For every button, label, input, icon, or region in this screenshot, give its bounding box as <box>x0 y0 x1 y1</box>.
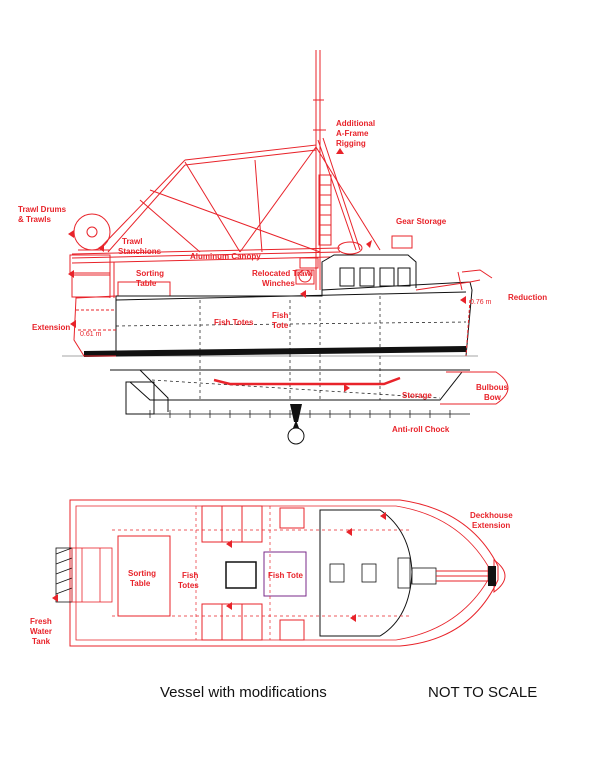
fresh-water-label-2: Water <box>30 627 52 636</box>
boot-top-stripe <box>84 346 466 357</box>
label-pointers <box>68 148 466 392</box>
sorting-table-label-1: Sorting <box>136 269 164 278</box>
fish-totes-label: Fish Totes <box>214 318 254 327</box>
plan-labels: Deckhouse Extension Sorting Table Fish T… <box>30 511 513 646</box>
bulbous-bow <box>440 371 509 405</box>
plan-deckhouse-items <box>329 557 437 589</box>
bulbous-bow-label-1: Bulbous <box>476 383 509 392</box>
bow-dimension: 0.76 m <box>470 299 492 306</box>
aframe-rigging <box>99 144 381 253</box>
plan-fish-tote-label: Fish Tote <box>268 571 304 580</box>
additional-aframe-label-2: A-Frame <box>336 129 369 138</box>
relocated-winches-label-1: Relocated Trawl <box>252 269 313 278</box>
anti-roll-chock <box>287 404 305 445</box>
storage-bar <box>213 376 401 386</box>
plan-sorting-table-label-1: Sorting <box>128 569 156 578</box>
extension-label: Extension <box>32 323 70 332</box>
plan-hull-outline <box>69 499 499 647</box>
stern-dimension: 0.61 m <box>80 331 102 338</box>
profile-view: Additional A-Frame Rigging Gear Storage … <box>18 50 547 445</box>
trawl-stanchions-label-1: Trawl <box>122 237 142 246</box>
mast <box>313 50 361 290</box>
plan-bow-fitting <box>436 559 506 593</box>
fish-tote-label-2: Tote <box>272 321 289 330</box>
deckhouse <box>321 235 417 296</box>
deckhouse-extension-label-2: Extension <box>472 521 510 530</box>
fish-tote-label-1: Fish <box>272 311 289 320</box>
aluminum-canopy <box>71 247 341 264</box>
scale-note: NOT TO SCALE <box>428 684 538 701</box>
trawl-stanchions-label-2: Stanchions <box>118 247 162 256</box>
plan-fresh-water-tank <box>55 547 113 603</box>
plan-label-pointers <box>52 512 386 622</box>
fresh-water-label-1: Fresh <box>30 617 52 626</box>
profile-labels: Additional A-Frame Rigging Gear Storage … <box>18 119 547 434</box>
plan-deck-dashes <box>112 506 412 640</box>
hull-outline <box>110 281 473 401</box>
relocated-winches-label-2: Winches <box>262 279 295 288</box>
reduction-label: Reduction <box>508 293 547 302</box>
additional-aframe-label-1: Additional <box>336 119 375 128</box>
rudder <box>125 369 169 415</box>
storage-label: Storage <box>402 391 432 400</box>
plan-fish-totes-label-2: Totes <box>178 581 199 590</box>
plan-fish-totes-label-1: Fish <box>182 571 199 580</box>
bulbous-bow-label-2: Bow <box>484 393 502 402</box>
relocated-winches <box>295 241 363 285</box>
stern-extension <box>73 295 117 357</box>
plan-view: Deckhouse Extension Sorting Table Fish T… <box>30 499 513 647</box>
gear-storage-label: Gear Storage <box>396 217 447 226</box>
fresh-water-label-3: Tank <box>32 637 51 646</box>
plan-hatch <box>225 561 257 589</box>
trawl-drums-label-2: & Trawls <box>18 215 51 224</box>
figure-caption: Vessel with modifications <box>160 684 327 701</box>
trawl-stanchions <box>109 262 171 298</box>
anti-roll-label: Anti-roll Chock <box>392 425 450 434</box>
deckhouse-extension-label-1: Deckhouse <box>470 511 513 520</box>
plan-sorting-table-label-2: Table <box>130 579 151 588</box>
trawl-drum <box>69 213 111 298</box>
trawl-drums-label-1: Trawl Drums <box>18 205 67 214</box>
aluminum-canopy-label: Aluminum Canopy <box>190 252 261 261</box>
bow-reduction <box>415 269 493 357</box>
interior-lines <box>115 296 467 400</box>
frame-stations <box>140 410 470 418</box>
sorting-table-label-2: Table <box>136 279 157 288</box>
additional-aframe-label-3: Rigging <box>336 139 366 148</box>
